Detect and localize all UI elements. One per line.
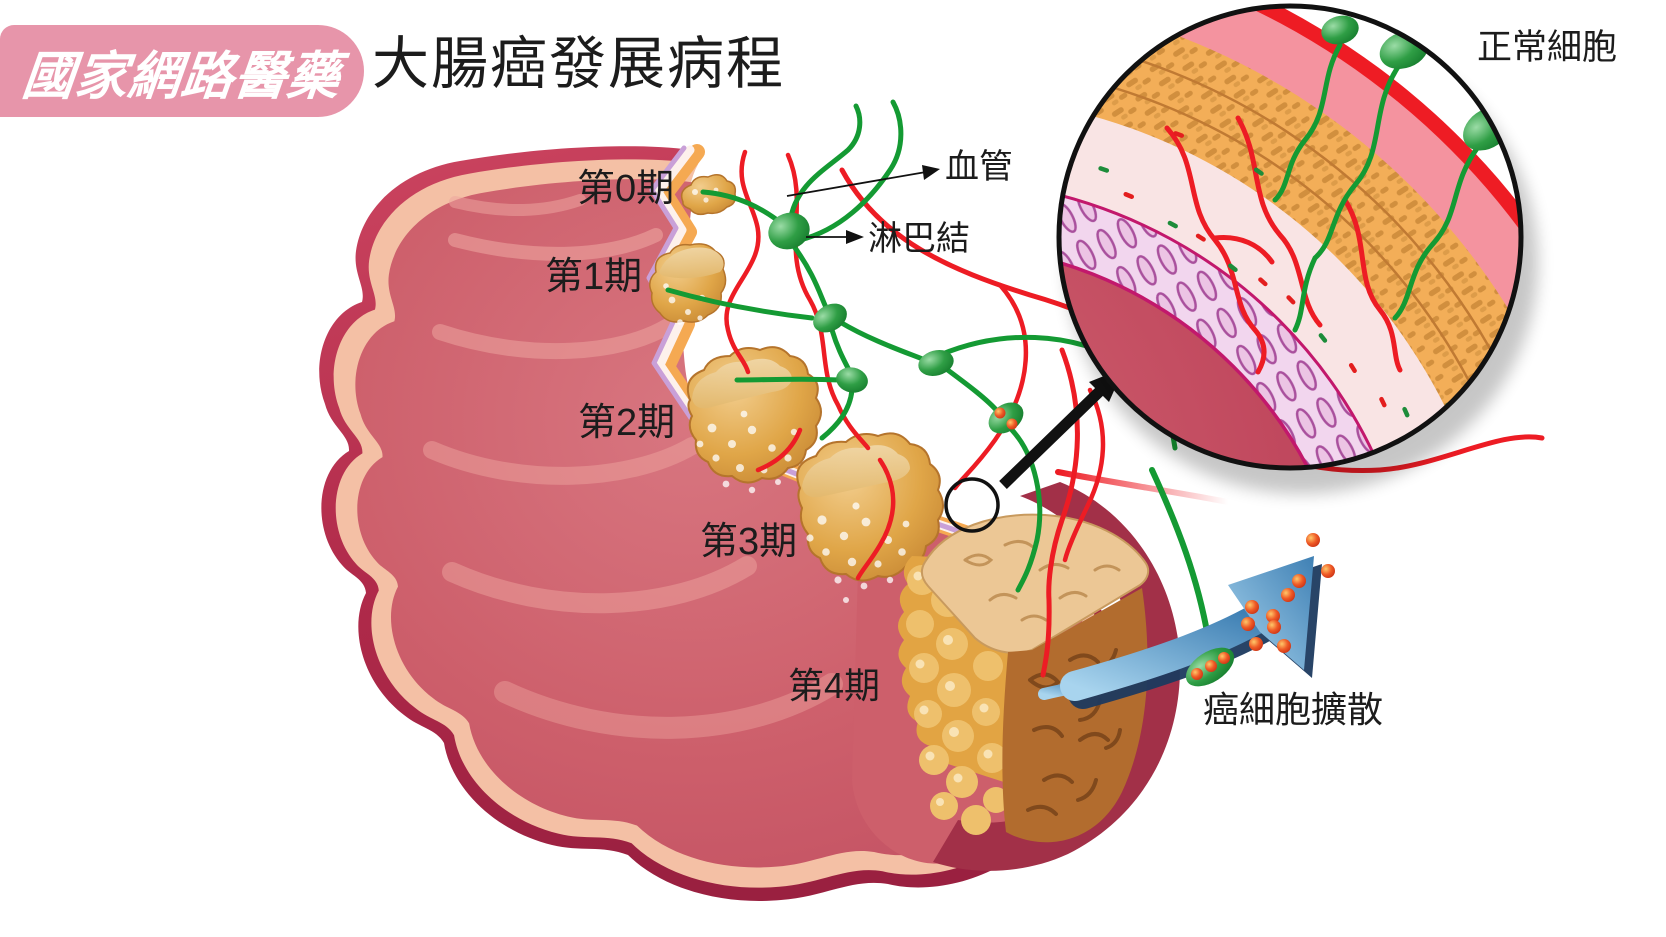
stage-0-label: 第0期 [577, 168, 675, 210]
normal-cell [1321, 15, 1359, 45]
stage-1-label: 第1期 [545, 256, 643, 298]
lymph-node [768, 212, 810, 250]
lymph-node-arrow [806, 230, 864, 244]
cancer-cells-node [988, 402, 1024, 434]
cancer-spread-label: 癌細胞擴散 [1203, 689, 1384, 730]
lymph-node [918, 350, 954, 376]
inset-lymph-vessels [1272, 42, 1481, 333]
tumor-stage-4 [898, 513, 1150, 843]
stage4-front-texture [1026, 648, 1122, 816]
page-title: 大腸癌發展病程 [372, 32, 785, 96]
lymph-node [813, 303, 847, 333]
lymph-node [836, 367, 868, 393]
stage-2-label: 第2期 [578, 402, 676, 444]
stage4-top-texture [963, 540, 1121, 622]
stage4-front-face [1002, 588, 1148, 843]
blood-vessel-label: 血管 [945, 148, 1013, 186]
stage-3-label: 第3期 [700, 521, 798, 563]
stage-4-label: 第4期 [788, 665, 881, 706]
tumor-stage-1 [649, 243, 727, 325]
haustra-ridges [423, 194, 843, 739]
inset-border [1056, 3, 1524, 471]
spread-lymph-node [1185, 647, 1235, 687]
normal-cells-label: 正常細胞 [1477, 28, 1618, 67]
tumor-stage-3 [796, 432, 944, 603]
site-badge: 國家網路醫藥 [0, 25, 364, 117]
cancer-cell-dots [1241, 533, 1335, 653]
inset-capillaries [1164, 115, 1403, 375]
site-badge-label: 國家網路醫藥 [19, 47, 344, 106]
blood-vessel-arrow [786, 165, 940, 197]
stage4-top-face [920, 513, 1150, 654]
lymph-nodes [768, 212, 1024, 434]
magnifier-circle [944, 477, 1000, 533]
lymph-node-label: 淋巴結 [868, 220, 970, 258]
